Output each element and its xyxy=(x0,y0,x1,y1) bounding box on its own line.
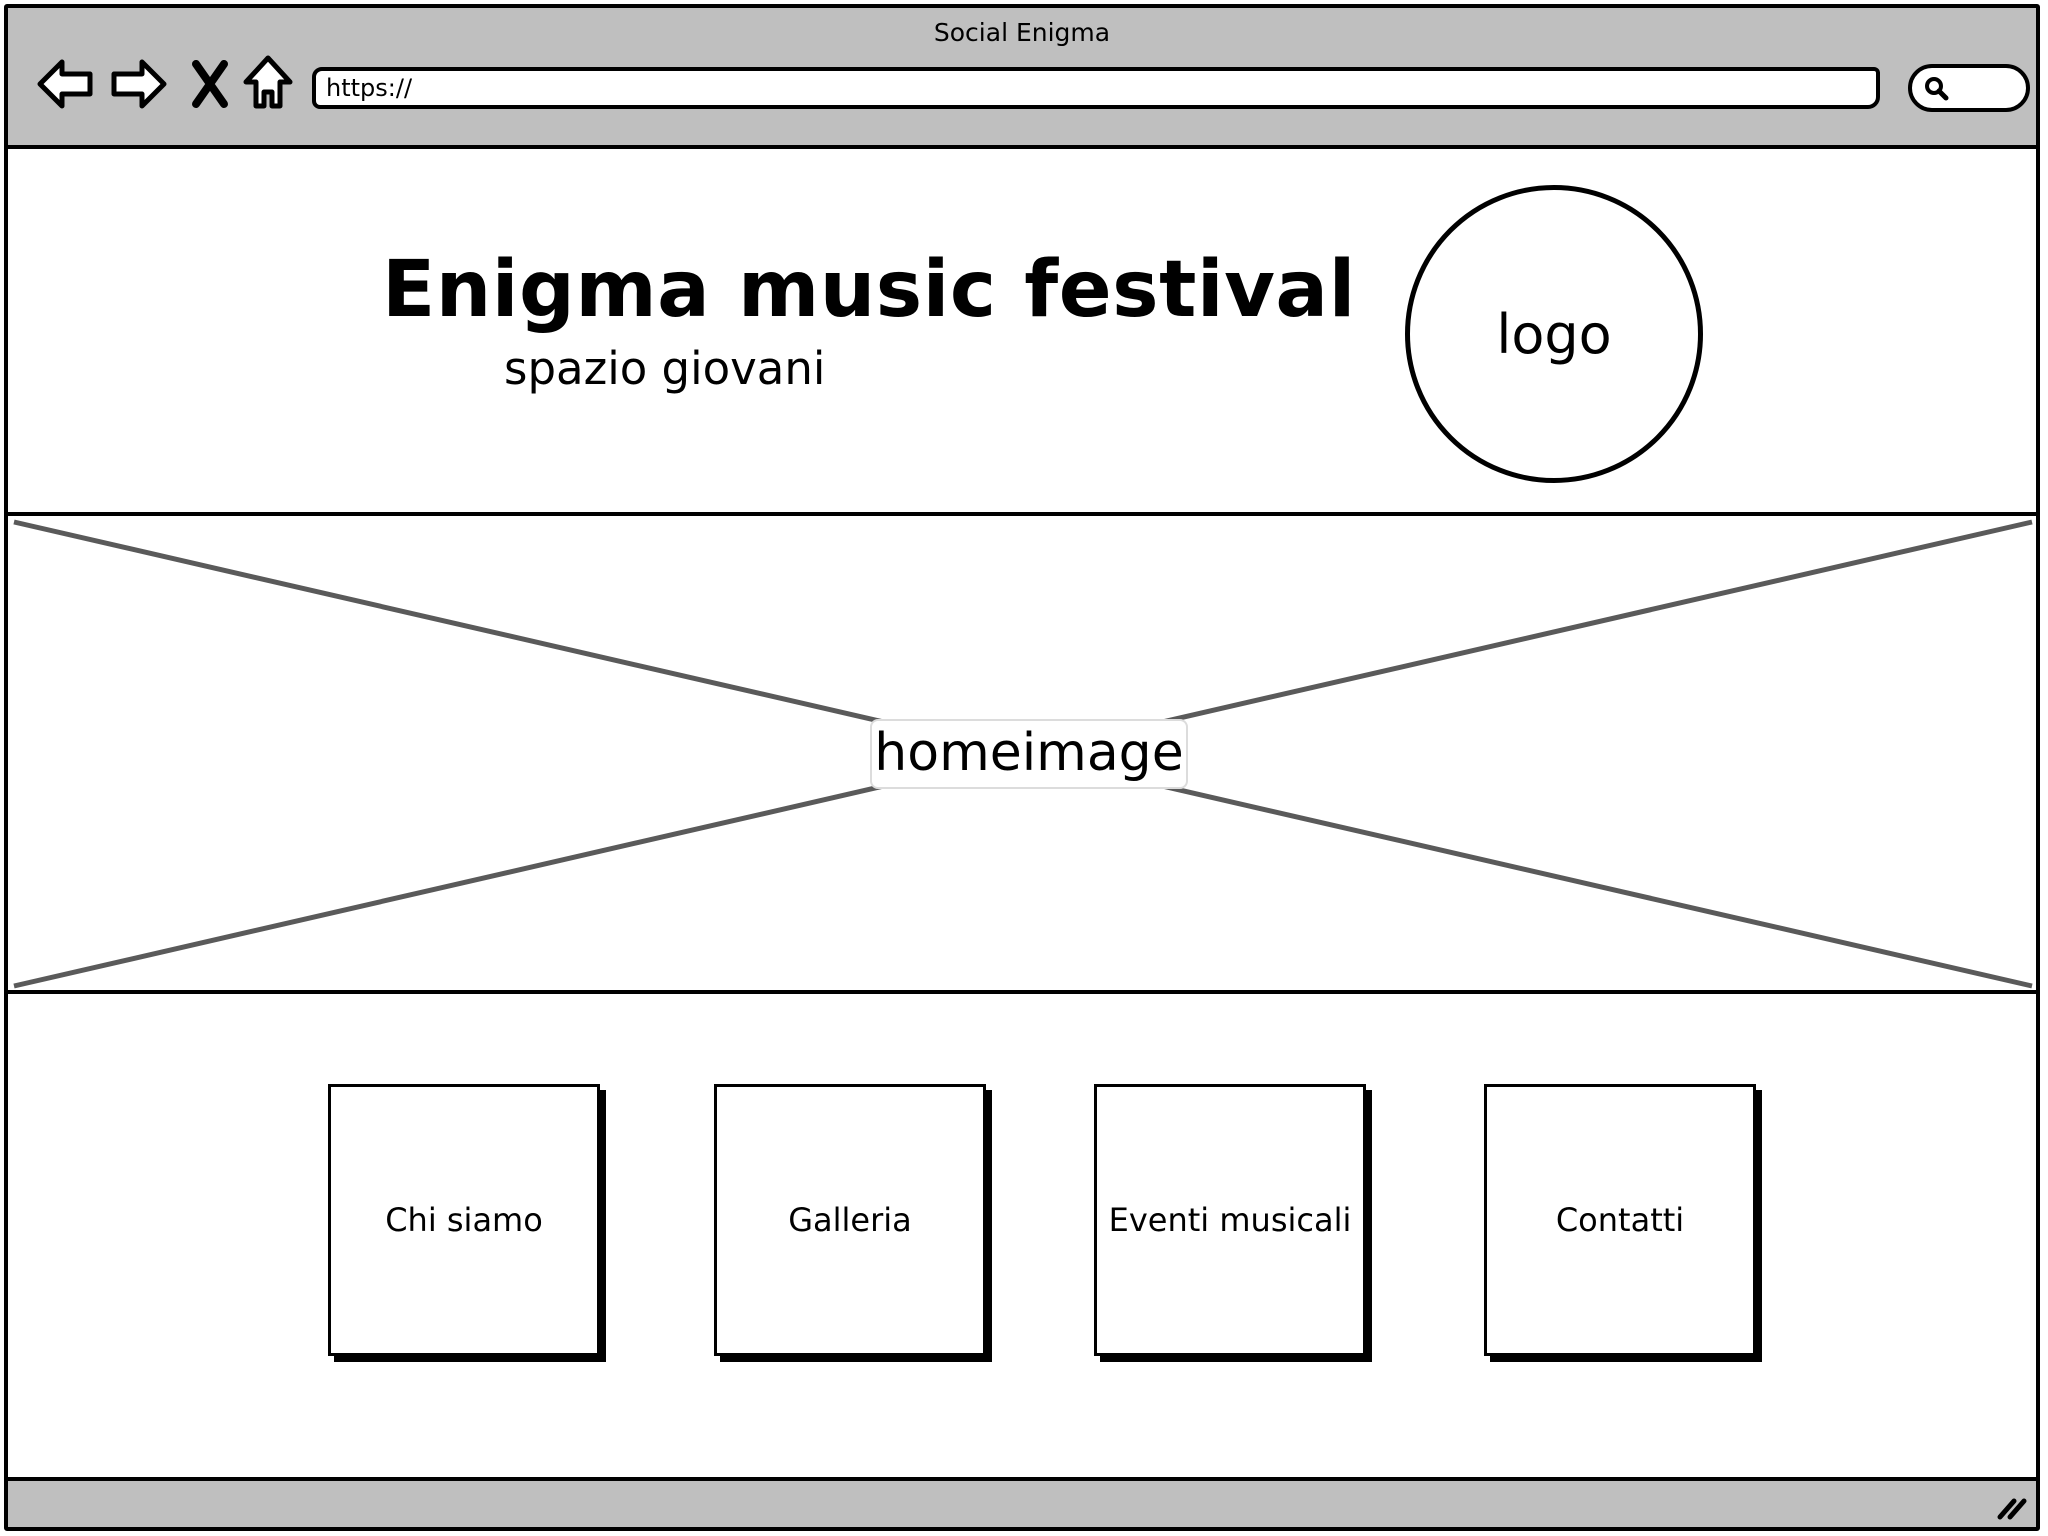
home-icon[interactable] xyxy=(236,52,300,116)
menu-button-eventi-musicali[interactable]: Eventi musicali xyxy=(1094,1084,1366,1356)
browser-toolbar: Social Enigma https:// xyxy=(8,8,2036,149)
close-icon[interactable] xyxy=(180,52,244,116)
logo-label: logo xyxy=(1496,302,1612,366)
hero-image-placeholder: homeimage xyxy=(8,516,2036,994)
menu-button-chi-siamo[interactable]: Chi siamo xyxy=(328,1084,600,1356)
navigation-menu: Chi siamo Galleria Eventi musicali Conta… xyxy=(8,994,2036,1487)
menu-button-label: Chi siamo xyxy=(385,1201,543,1239)
resize-grip-icon[interactable] xyxy=(1996,1493,2028,1521)
forward-arrow-icon[interactable] xyxy=(106,52,170,116)
search-icon xyxy=(1925,77,1949,101)
menu-button-contatti[interactable]: Contatti xyxy=(1484,1084,1756,1356)
status-bar xyxy=(8,1477,2036,1527)
browser-window: Social Enigma https:// xyxy=(4,4,2040,1531)
search-box[interactable] xyxy=(1908,64,2030,112)
window-title: Social Enigma xyxy=(933,18,1111,47)
url-input[interactable]: https:// xyxy=(312,67,1880,109)
site-title: Enigma music festival xyxy=(382,245,1356,335)
menu-button-galleria[interactable]: Galleria xyxy=(714,1084,986,1356)
menu-button-label: Galleria xyxy=(788,1201,912,1239)
site-header: Enigma music festival spazio giovani log… xyxy=(8,149,2036,516)
menu-button-label: Contatti xyxy=(1555,1201,1685,1239)
menu-button-label: Eventi musicali xyxy=(1108,1201,1352,1239)
hero-image-label: homeimage xyxy=(870,719,1188,789)
site-subtitle: spazio giovani xyxy=(504,342,826,395)
logo-placeholder[interactable]: logo xyxy=(1405,185,1703,483)
back-arrow-icon[interactable] xyxy=(34,52,98,116)
